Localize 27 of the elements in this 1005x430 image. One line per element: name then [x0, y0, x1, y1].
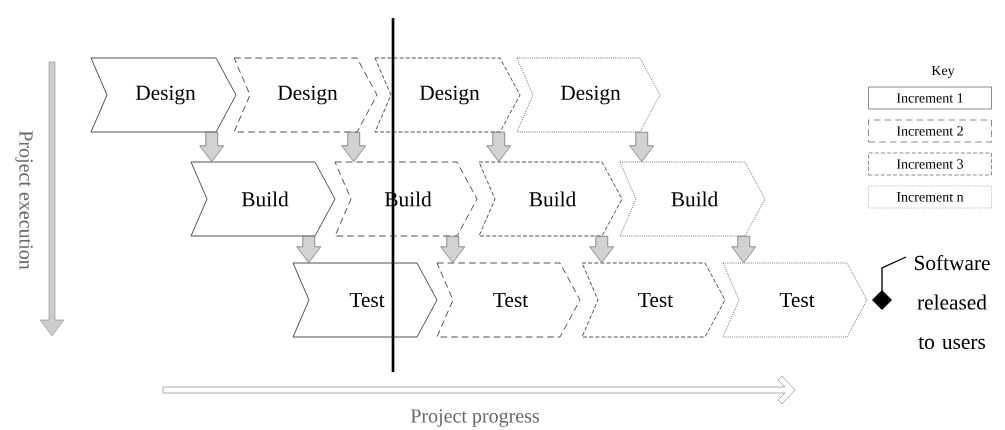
- block-arrow: [440, 236, 465, 263]
- milestone-label: Software released to users: [914, 254, 990, 350]
- phase-box: Test: [292, 262, 438, 338]
- phase-box: Test: [436, 262, 581, 338]
- legend-entry: Increment 2: [868, 119, 992, 143]
- block-arrow: [341, 132, 366, 162]
- block-arrow: [629, 132, 654, 162]
- phase-box: Design: [233, 57, 378, 133]
- block-arrow: [296, 236, 321, 263]
- legend-entry: Increment 1: [868, 86, 992, 110]
- legend-entry: Increment 3: [868, 152, 992, 176]
- block-arrow: [199, 132, 224, 162]
- axis-label: Project progress: [410, 409, 539, 427]
- phase-box: Build: [190, 161, 336, 237]
- phase-box: Test: [581, 262, 726, 338]
- axis-label: Project execution: [15, 130, 33, 270]
- phase-box: Design: [374, 57, 521, 133]
- phase-box: Build: [478, 161, 623, 237]
- block-arrow: [486, 132, 511, 162]
- phase-box: Design: [90, 57, 237, 133]
- block-arrow: [589, 236, 614, 263]
- block-arrow: [731, 236, 756, 263]
- phase-box: Build: [619, 161, 766, 237]
- phase-box: Design: [516, 57, 661, 133]
- legend-entry: Increment n: [868, 185, 992, 209]
- phase-box: Test: [722, 262, 868, 338]
- key-title: Key: [931, 65, 955, 79]
